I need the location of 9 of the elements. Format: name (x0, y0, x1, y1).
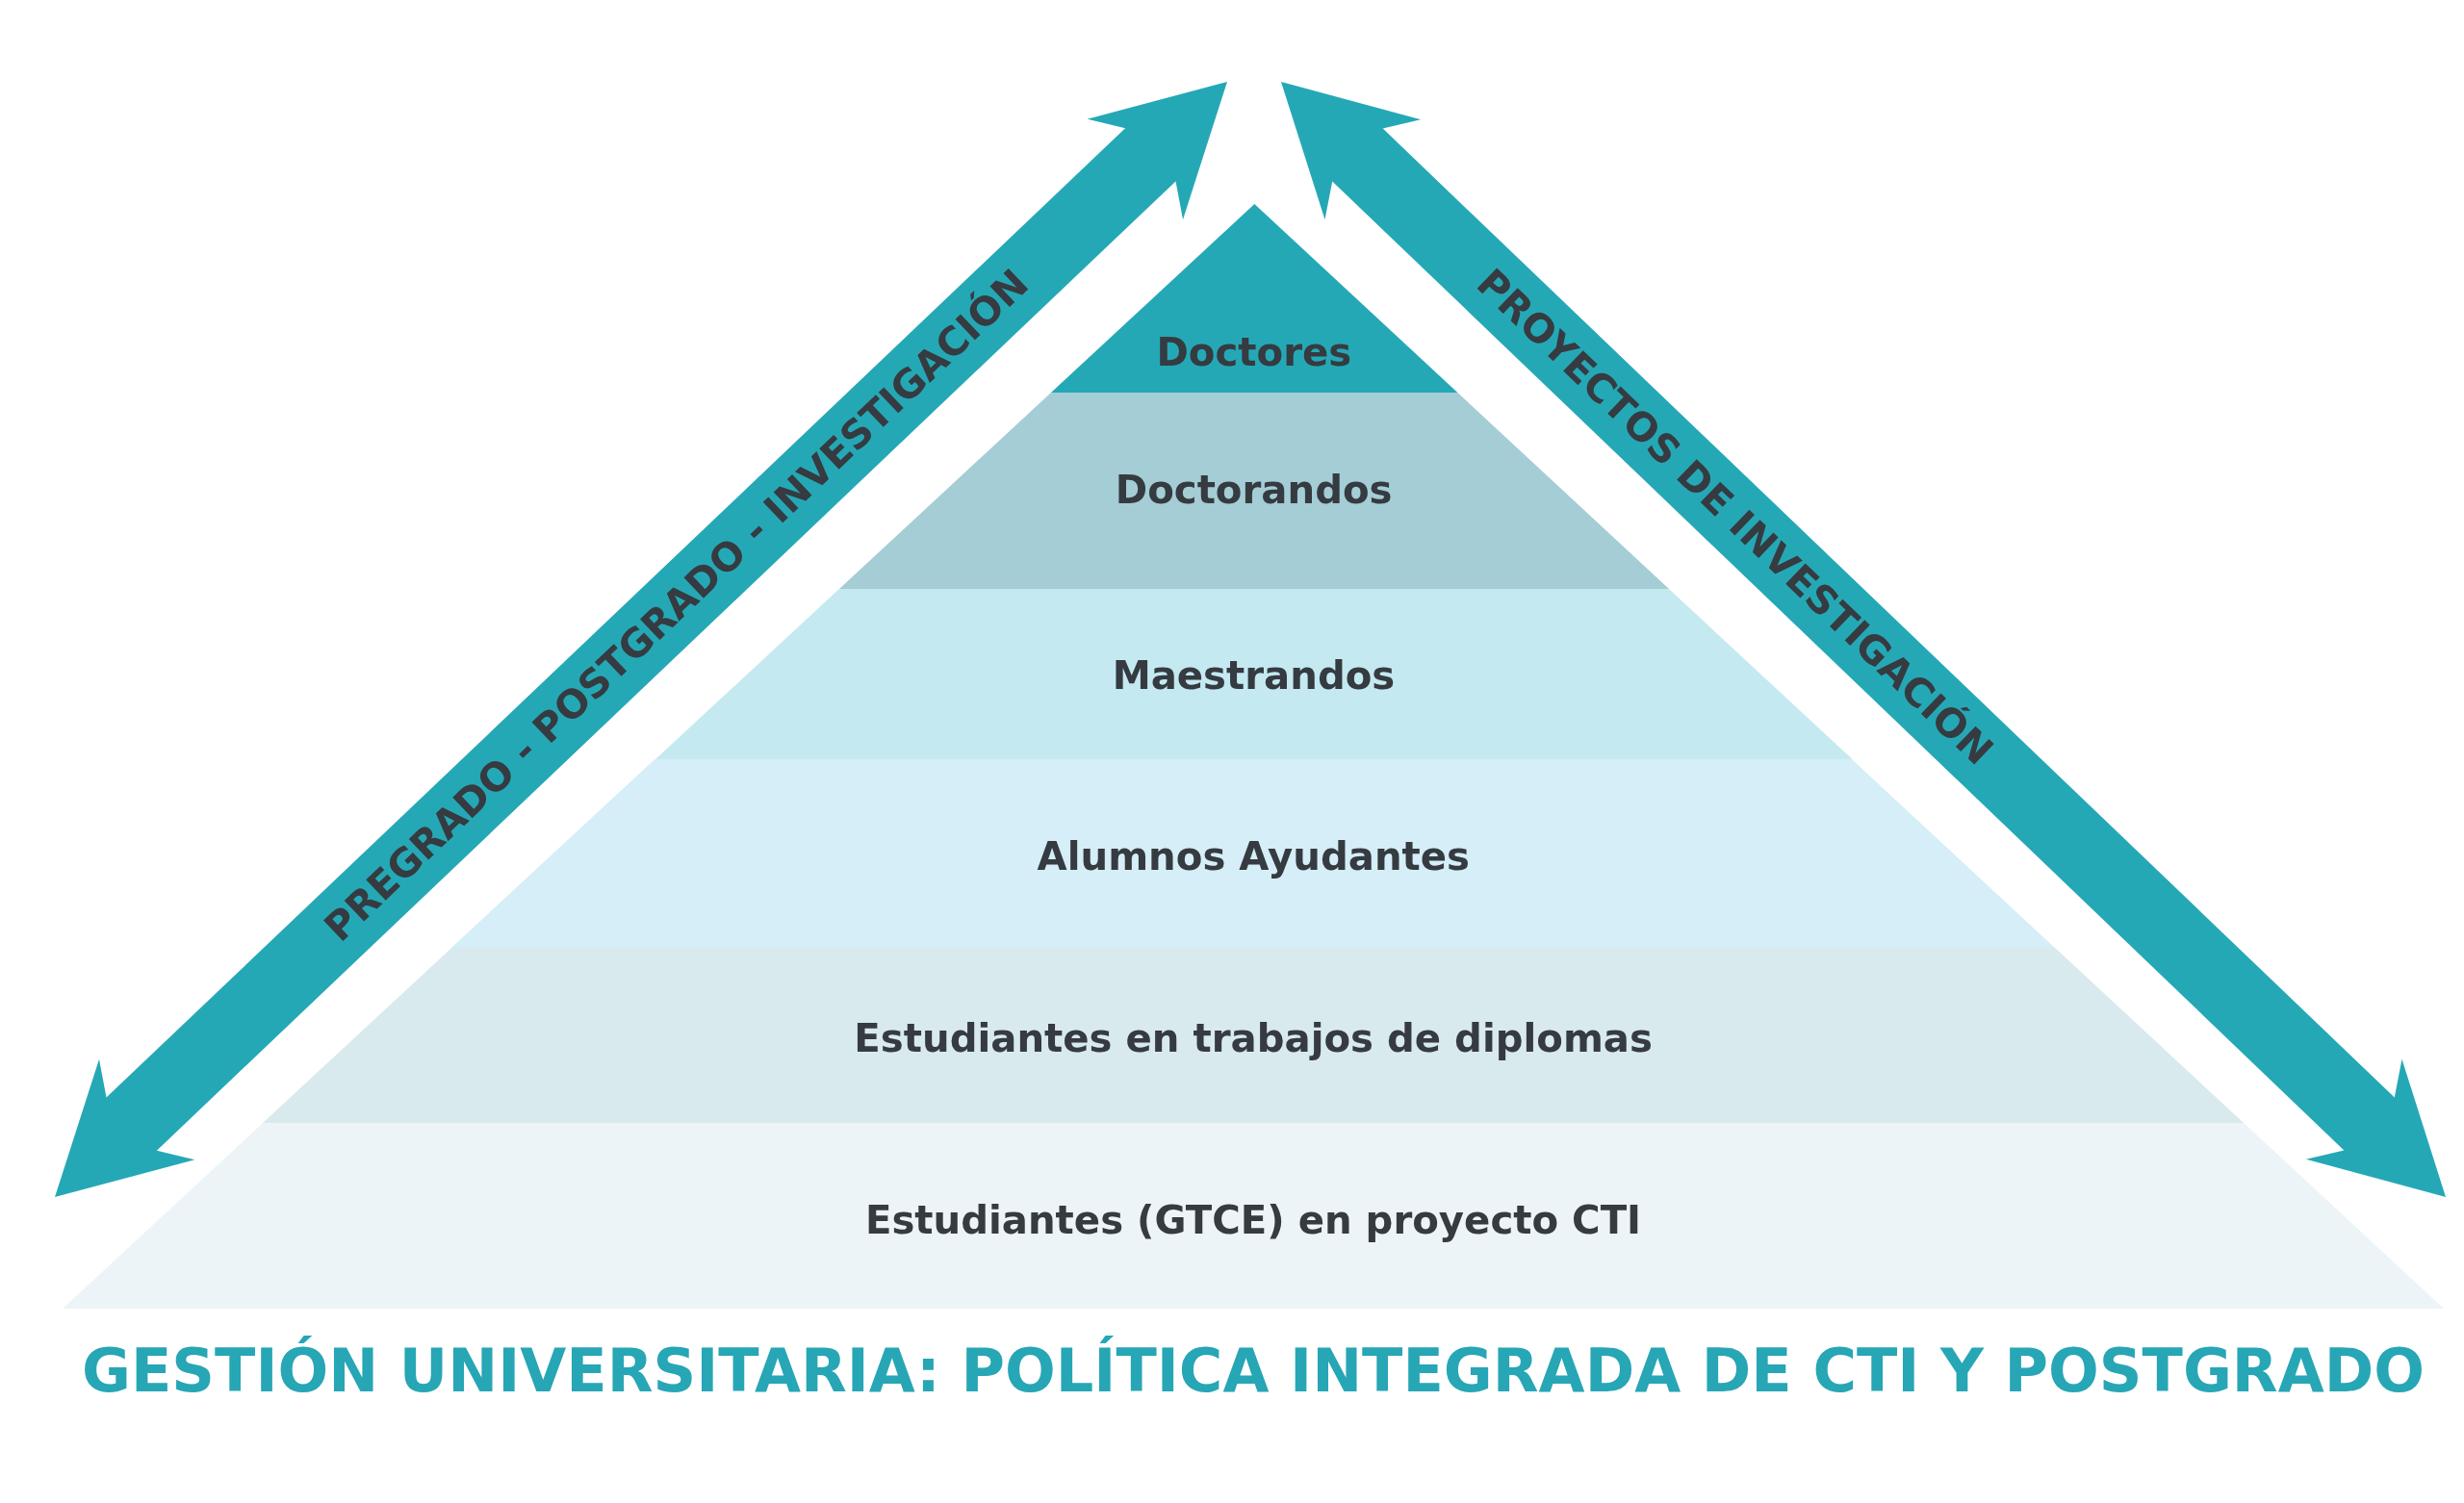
tier-label: Alumnos Ayudantes (1037, 832, 1470, 880)
tier-label: Maestrandos (1112, 651, 1396, 700)
tier-label: Estudiantes en trabajos de diplomas (854, 1014, 1653, 1062)
tier-label: Estudiantes (GTCE) en proyecto CTI (864, 1196, 1642, 1244)
diagram-title: GESTIÓN UNIVERSITARIA: POLÍTICA INTEGRADA DE CTI Y POSTGRADO (82, 1336, 2425, 1405)
pyramid-tier (263, 948, 2245, 1123)
tier-label: Doctorandos (1115, 466, 1393, 514)
tier-label: Doctores (1156, 328, 1352, 376)
pyramid-tier (63, 1123, 2444, 1309)
